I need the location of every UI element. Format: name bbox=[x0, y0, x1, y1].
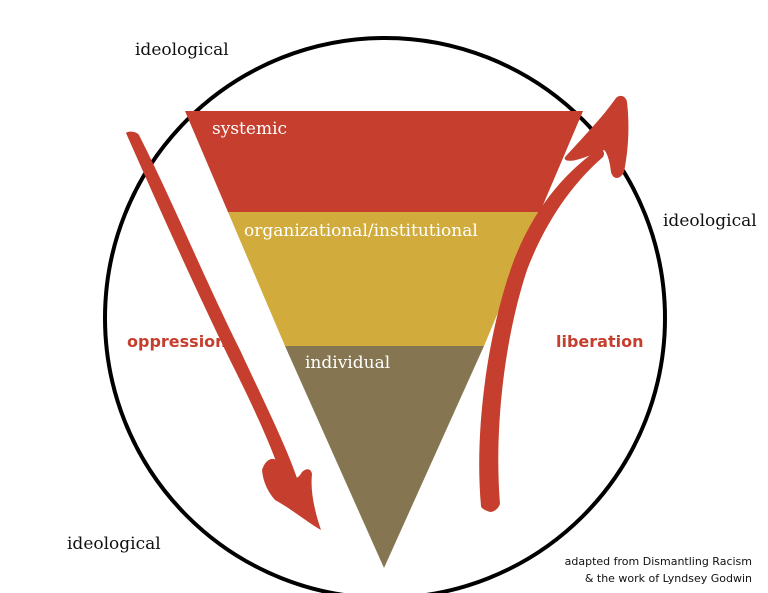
level-label-organizational: organizational/institutional bbox=[244, 221, 478, 241]
liberation-arrow bbox=[479, 95, 629, 512]
level-band-individual bbox=[285, 346, 484, 568]
ideological-label-top-left: ideological bbox=[135, 40, 229, 60]
liberation-label: liberation bbox=[556, 332, 643, 351]
oppression-label: oppression bbox=[127, 332, 227, 351]
oppression-arrow bbox=[126, 131, 321, 530]
ideological-label-bottom-left: ideological bbox=[67, 534, 161, 554]
level-band-organizational bbox=[228, 212, 540, 346]
credit-line-2: & the work of Lyndsey Godwin bbox=[585, 572, 752, 585]
credit-line-1: adapted from Dismantling Racism bbox=[565, 555, 752, 568]
outer-circle bbox=[103, 36, 667, 593]
ideological-label-right: ideological bbox=[663, 211, 757, 231]
level-label-individual: individual bbox=[305, 353, 390, 373]
level-label-systemic: systemic bbox=[212, 119, 287, 139]
level-band-systemic bbox=[185, 111, 583, 212]
